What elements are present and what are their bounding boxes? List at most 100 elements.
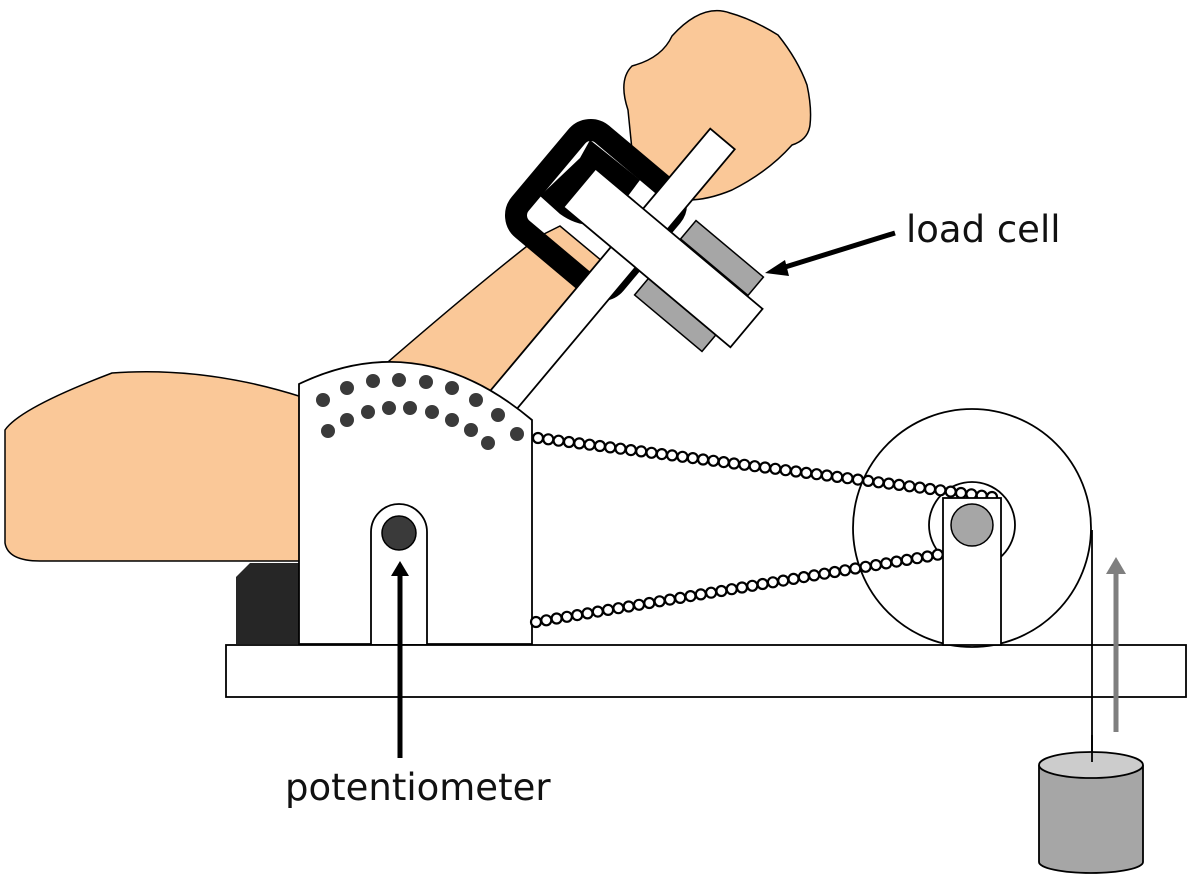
chain-link — [748, 460, 761, 473]
chain-link — [550, 612, 563, 625]
chain-link — [880, 557, 893, 570]
chain-link — [635, 445, 648, 458]
lift-arrow-head — [1106, 557, 1126, 574]
adjustment-hole — [340, 413, 354, 427]
chain-link — [882, 477, 895, 490]
load-cell-body — [679, 219, 765, 297]
chain-link — [663, 593, 677, 606]
chain-link — [756, 577, 769, 591]
chain-link — [859, 560, 872, 573]
chain-link — [777, 574, 790, 587]
adjustment-hole — [392, 373, 406, 387]
chain-link — [624, 444, 638, 457]
chain-link — [903, 480, 916, 493]
chain-link — [591, 605, 604, 618]
chain-link — [862, 474, 875, 487]
adjustment-hole — [361, 405, 375, 419]
chain-link — [944, 485, 957, 498]
adjustment-hole — [464, 423, 478, 437]
adjustment-hole — [321, 424, 335, 438]
chain-upper — [531, 431, 999, 504]
chain-link — [789, 465, 803, 478]
chain-link — [851, 473, 865, 486]
chain-link — [573, 437, 586, 450]
chain-link — [738, 458, 751, 471]
chain-link — [758, 461, 772, 474]
chain-link — [704, 586, 718, 599]
chain-link — [665, 449, 679, 462]
adjustment-holes — [316, 373, 524, 450]
load-cell-arrow-shaft — [781, 230, 896, 271]
chain-link — [735, 581, 749, 594]
chain-link — [655, 448, 668, 461]
chain-link — [810, 468, 823, 481]
chain-link — [540, 614, 553, 627]
chain-link — [707, 454, 720, 467]
chain-link — [612, 602, 625, 615]
upper-arm — [4, 370, 303, 562]
adjustment-hole — [366, 374, 380, 388]
chain-link — [562, 435, 576, 449]
load-cell-plate — [562, 167, 764, 349]
chain-link — [820, 469, 834, 482]
chain-link — [676, 450, 689, 463]
chain-link — [686, 452, 699, 465]
load-cell-label: load cell — [906, 208, 1061, 251]
chain-link — [715, 584, 728, 598]
chain-link — [787, 572, 800, 586]
weight-body — [1038, 765, 1144, 874]
chain-link — [674, 591, 687, 605]
sprocket-axle — [950, 503, 994, 547]
chain-link — [954, 486, 968, 500]
adjustment-hole — [510, 427, 524, 441]
chain-link — [890, 555, 903, 568]
dark-block — [236, 563, 302, 644]
chain-link — [601, 603, 615, 617]
chain-link — [910, 552, 924, 565]
chain-link — [818, 567, 831, 580]
chain-link — [934, 484, 947, 497]
chain-link — [593, 439, 607, 453]
chain-link — [727, 457, 741, 470]
load-cell-arrow-head — [765, 260, 789, 276]
chain-link — [831, 470, 844, 483]
chain-link — [800, 466, 813, 479]
adjustment-hole — [340, 381, 354, 395]
adjustment-hole — [403, 401, 417, 415]
chain-link — [746, 579, 759, 592]
chain-link — [696, 453, 710, 466]
adjustment-hole — [382, 401, 396, 415]
adjustment-hole — [425, 405, 439, 419]
chain-link — [653, 595, 666, 608]
adjustment-hole — [469, 393, 483, 407]
chain-link — [531, 431, 545, 445]
chain-link — [872, 476, 885, 489]
chain-link — [645, 446, 658, 459]
weight-top — [1038, 751, 1144, 779]
chain-link — [571, 608, 584, 622]
fist — [623, 9, 812, 201]
chain-link — [632, 598, 646, 611]
chain-lower — [529, 546, 955, 629]
chain-link — [560, 610, 574, 623]
adjustment-hole — [316, 393, 330, 407]
chain-link — [838, 564, 852, 577]
chain-link — [779, 464, 792, 477]
chain-link — [614, 442, 627, 455]
chain-link — [828, 565, 841, 579]
chain-link — [769, 462, 782, 475]
chain-link — [931, 548, 944, 561]
chain-link — [725, 583, 738, 596]
chain-link — [923, 482, 937, 496]
chain-link — [643, 596, 656, 610]
chain-link — [913, 481, 926, 494]
chain-link — [604, 441, 617, 454]
chain-link — [529, 615, 543, 629]
chain-link — [542, 433, 555, 446]
chain-link — [622, 600, 635, 613]
adjustment-hole — [481, 436, 495, 450]
chain-link — [841, 472, 854, 485]
chain-link — [684, 589, 697, 603]
